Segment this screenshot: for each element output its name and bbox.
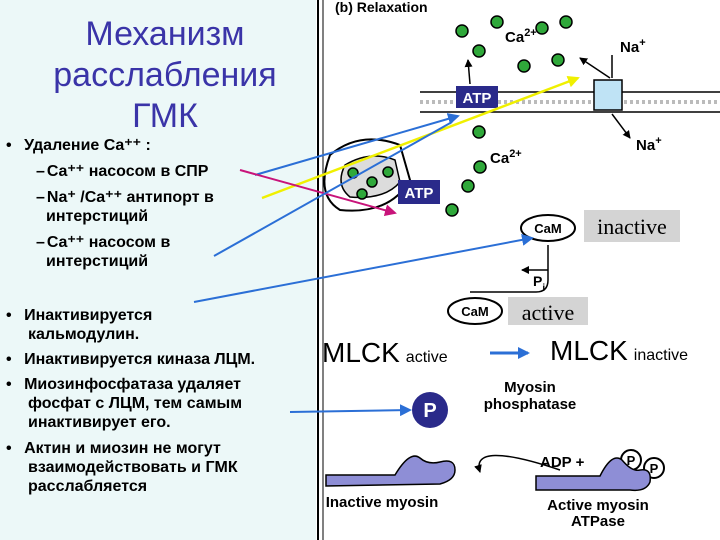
ca-ion <box>474 161 486 173</box>
arrow-atp-up <box>468 60 470 84</box>
pi-label: Pi <box>533 273 545 294</box>
pi-text: P <box>533 273 542 289</box>
ca2-label-mid: Ca2+ <box>490 148 522 167</box>
inactive-myosin-label: Inactive myosin <box>326 494 439 511</box>
na-sup: + <box>639 37 645 49</box>
ca-ion <box>552 54 564 66</box>
ca-ion <box>560 16 572 28</box>
inactive-label: inactive <box>597 214 667 239</box>
arrow-blue-phosphatase <box>290 410 410 412</box>
na-sup: + <box>655 135 661 147</box>
ca-ion <box>456 25 468 37</box>
na-label-bottom: Na+ <box>636 135 662 154</box>
na-ca-exchanger <box>594 80 622 110</box>
p-circle-2-label: P <box>650 461 659 476</box>
atp-label-sr: ATP <box>405 185 434 202</box>
mlck-text: MLCK <box>322 337 400 368</box>
na-label-top: Na+ <box>620 37 646 56</box>
mlck-inactive: MLCK inactive <box>550 335 688 366</box>
pi-sub: i <box>542 283 545 294</box>
arrow-ca-out <box>580 58 610 78</box>
mlck-active-sub: active <box>406 349 448 366</box>
ca2-text: Ca <box>505 29 525 46</box>
ca2-sup: 2+ <box>509 148 522 160</box>
ca-ion <box>446 204 458 216</box>
ca2-text: Ca <box>490 150 510 167</box>
ca-ion <box>383 167 393 177</box>
ca-ion <box>367 177 377 187</box>
ca-ion <box>462 180 474 192</box>
na-text: Na <box>636 137 656 154</box>
ca-ion <box>473 126 485 138</box>
myosin-phosphatase-label-1: Myosin <box>504 379 556 396</box>
mlck-text: MLCK <box>550 335 628 366</box>
arrow-na-in <box>612 114 630 138</box>
ca-ion <box>536 22 548 34</box>
active-label: active <box>522 300 575 325</box>
ca2-label-top: Ca2+ <box>505 27 537 46</box>
adp-label: ADP + <box>540 454 585 471</box>
mlck-inactive-sub: inactive <box>634 347 688 364</box>
inactive-myosin-shape <box>326 456 455 486</box>
ca-ion <box>491 16 503 28</box>
active-myosin-label-2: ATPase <box>571 513 625 530</box>
ca-ion <box>473 45 485 57</box>
na-text: Na <box>620 39 640 56</box>
phosphate-label: P <box>423 400 436 422</box>
cam-inactive-label: CaM <box>534 221 561 236</box>
active-myosin-label-1: Active myosin <box>547 497 649 514</box>
ca-ion <box>518 60 530 72</box>
mlck-active: MLCK active <box>322 337 448 368</box>
ca-ion <box>357 189 367 199</box>
cam-active-label: CaM <box>461 304 488 319</box>
panel-label: (b) Relaxation <box>335 0 428 15</box>
myosin-phosphatase-label-2: phosphatase <box>484 396 577 413</box>
atp-label-membrane: ATP <box>463 90 492 107</box>
ca2-sup: 2+ <box>524 27 537 39</box>
